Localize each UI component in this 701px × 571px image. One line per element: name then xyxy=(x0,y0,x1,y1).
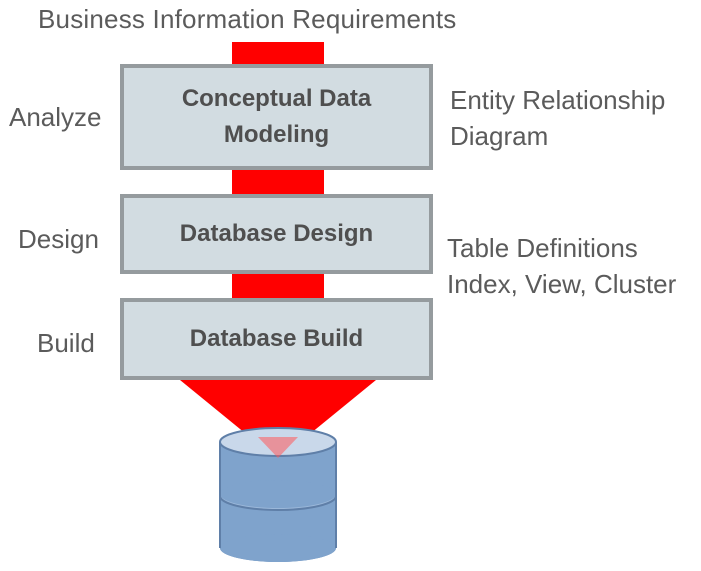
phase-label-build: Build xyxy=(37,328,95,358)
phase-label-analyze: Analyze xyxy=(9,102,102,132)
stage-box-database-design: Database Design xyxy=(120,194,433,274)
business-requirements-label: Business Information Requirements xyxy=(38,4,457,34)
phase-label-design: Design xyxy=(18,224,99,254)
stage-box-database-build: Database Build xyxy=(120,298,433,380)
database-cylinder-icon xyxy=(219,427,337,562)
flow-bar-analyze-design xyxy=(232,168,324,196)
flow-funnel xyxy=(180,380,376,460)
stage-box-conceptual-modeling: Conceptual Data Modeling xyxy=(120,64,433,170)
stage-output-table-definitions: Table Definitions Index, View, Cluster xyxy=(447,233,677,299)
stage-output-erd: Entity Relationship Diagram xyxy=(450,85,666,151)
flow-bar-design-build xyxy=(232,272,324,300)
flow-bar-top xyxy=(232,42,324,66)
